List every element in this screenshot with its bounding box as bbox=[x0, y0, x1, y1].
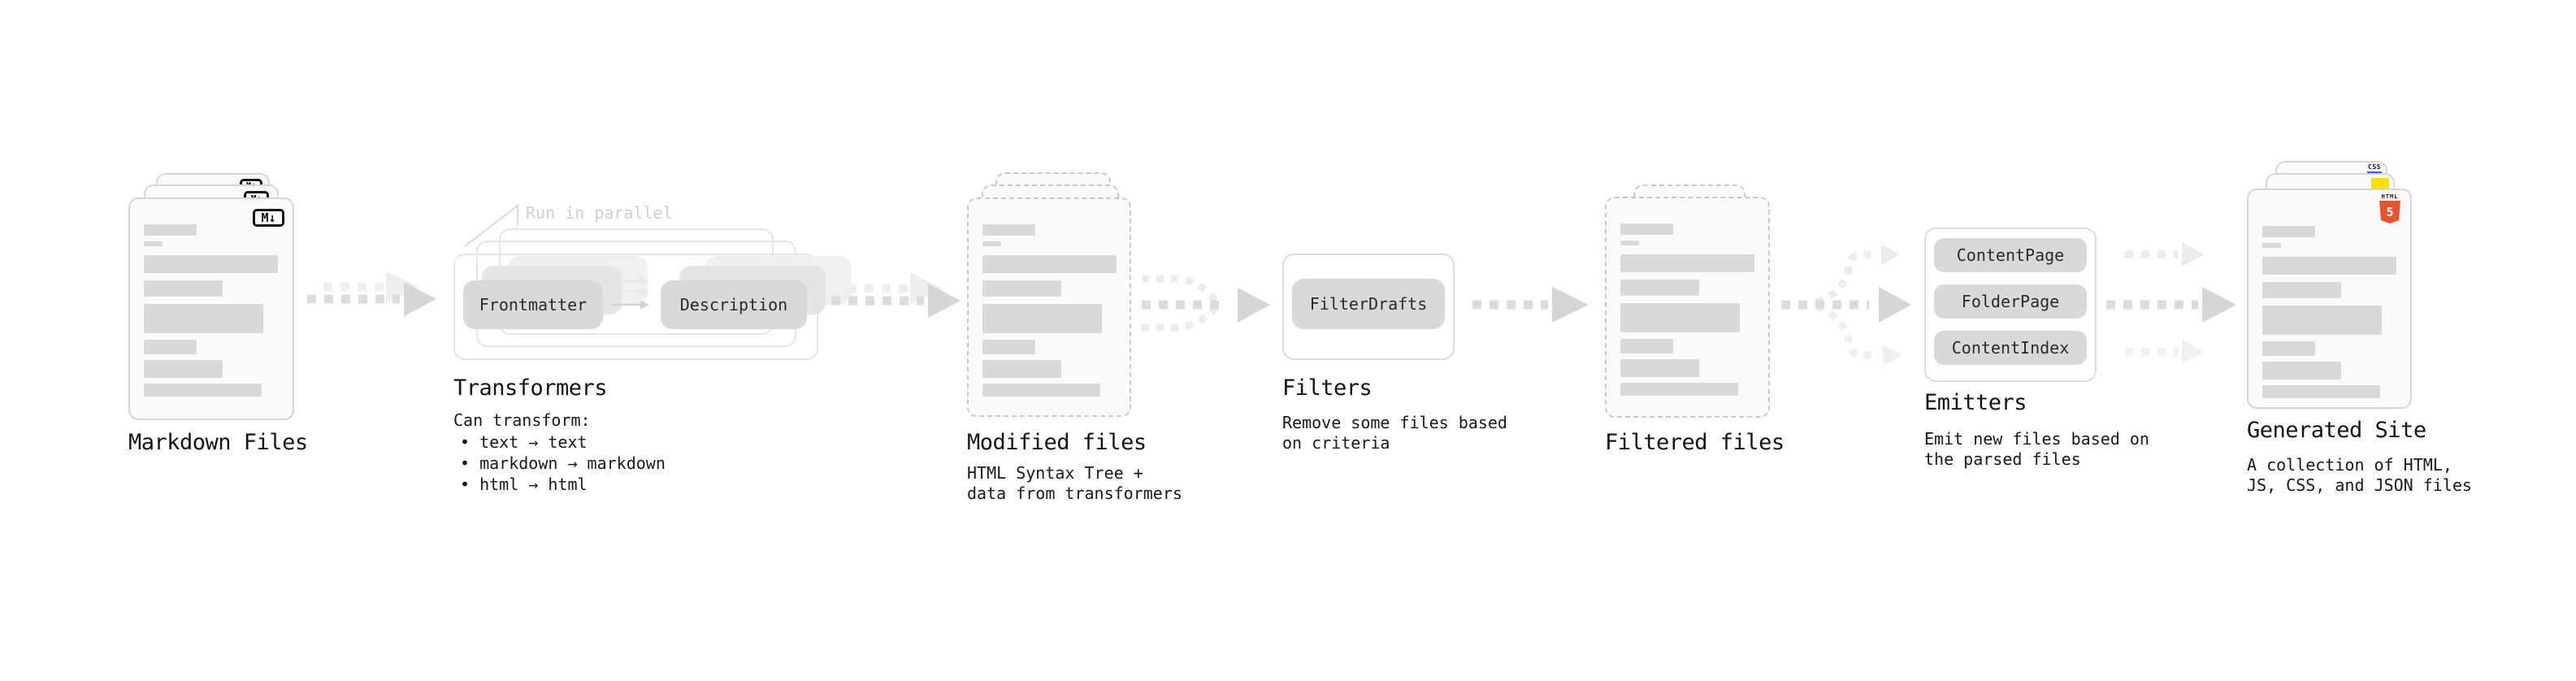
css-icon-label: CSS bbox=[2368, 163, 2381, 171]
html5-icon: HTML 5 bbox=[2379, 193, 2400, 223]
markdown-files-title: Markdown Files bbox=[128, 430, 308, 455]
filters-desc: Remove some files based on criteria bbox=[1282, 413, 1507, 453]
annotation-leader-line bbox=[464, 203, 518, 247]
run-in-parallel-annotation: Run in parallel bbox=[526, 203, 673, 223]
flow-arrow-markdown-to-transformers bbox=[307, 271, 436, 316]
markdown-icon: M↓ bbox=[253, 209, 284, 227]
flow-arrow-filters-to-filtered bbox=[1472, 287, 1589, 323]
flow-arrow-modified-to-filters bbox=[1142, 275, 1270, 332]
desc-line: A collection of HTML, bbox=[2247, 455, 2452, 475]
file-content-placeholder bbox=[144, 224, 278, 397]
js-icon bbox=[2371, 178, 2389, 191]
generated-file-card: HTML 5 bbox=[2247, 189, 2412, 409]
emitters-title: Emitters bbox=[1924, 390, 2027, 415]
file-content-placeholder bbox=[982, 224, 1117, 397]
markdown-icon-label: M↓ bbox=[261, 210, 276, 225]
html5-icon-wordmark: HTML bbox=[2381, 193, 2399, 200]
transformers-desc-heading: Can transform: bbox=[453, 410, 591, 430]
flow-arrow-emitters-to-generated bbox=[2106, 242, 2236, 364]
transformers-capabilities-list: text → text markdown → markdown html → h… bbox=[460, 432, 666, 495]
desc-line: data from transformers bbox=[967, 484, 1182, 503]
markdown-file-card: M↓ bbox=[128, 197, 294, 420]
file-content-placeholder bbox=[1620, 223, 1754, 396]
filtered-file-card bbox=[1605, 197, 1770, 418]
desc-line: the parsed files bbox=[1924, 449, 2081, 469]
emitter-contentindex: ContentIndex bbox=[1934, 331, 2087, 365]
transformer-step-frontmatter: Frontmatter bbox=[463, 280, 603, 329]
list-item: html → html bbox=[460, 474, 666, 495]
desc-line: on criteria bbox=[1282, 433, 1390, 453]
flow-arrow-transformers-to-modified bbox=[831, 272, 961, 318]
list-item: text → text bbox=[460, 432, 666, 453]
modified-files-desc: HTML Syntax Tree + data from transformer… bbox=[967, 463, 1182, 504]
flow-arrow-filtered-to-emitters bbox=[1781, 245, 1911, 366]
desc-line: HTML Syntax Tree + bbox=[967, 463, 1143, 483]
transformer-step-description: Description bbox=[661, 280, 807, 329]
file-content-placeholder bbox=[2262, 226, 2396, 398]
transformer-step-arrows bbox=[613, 276, 649, 310]
filters-title: Filters bbox=[1282, 375, 1373, 401]
filter-filterdrafts: FilterDrafts bbox=[1292, 279, 1445, 329]
html5-icon-shield: 5 bbox=[2379, 201, 2400, 223]
filtered-files-title: Filtered files bbox=[1605, 430, 1785, 455]
modified-files-title: Modified files bbox=[967, 430, 1147, 455]
modified-file-card bbox=[967, 197, 1131, 417]
emitter-contentpage: ContentPage bbox=[1934, 238, 2087, 272]
list-item: markdown → markdown bbox=[460, 453, 666, 474]
emitter-folderpage: FolderPage bbox=[1934, 284, 2087, 319]
desc-line: Emit new files based on bbox=[1924, 429, 2149, 449]
desc-line: Remove some files based bbox=[1282, 413, 1507, 432]
emitters-desc: Emit new files based on the parsed files bbox=[1924, 429, 2149, 470]
generated-site-title: Generated Site bbox=[2247, 418, 2426, 443]
generated-site-desc: A collection of HTML, JS, CSS, and JSON … bbox=[2247, 455, 2472, 496]
desc-line: JS, CSS, and JSON files bbox=[2247, 475, 2472, 495]
transformers-title: Transformers bbox=[453, 375, 608, 401]
html5-icon-digit: 5 bbox=[2386, 205, 2394, 219]
